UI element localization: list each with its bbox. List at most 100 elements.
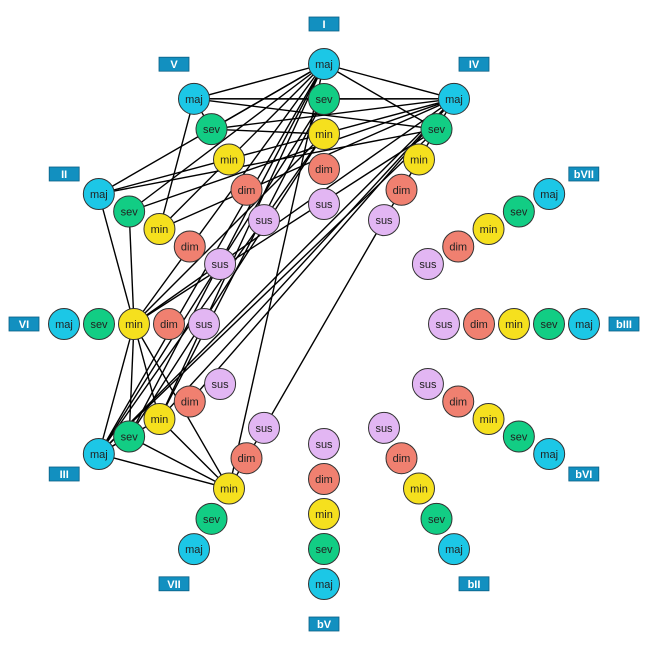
chord-node-iv-dim[interactable]: dim (386, 174, 417, 205)
chord-node-label: dim (238, 453, 256, 465)
chord-node-biii-dim[interactable]: dim (464, 309, 495, 340)
chord-node-biii-sus[interactable]: sus (429, 309, 460, 340)
edge-iiimaj-viimin (99, 454, 229, 489)
chord-node-label: sus (195, 319, 213, 331)
chord-node-ii-dim[interactable]: dim (174, 231, 205, 262)
chord-node-v-maj[interactable]: maj (179, 83, 210, 114)
chord-node-bvii-dim[interactable]: dim (443, 231, 474, 262)
chord-node-bv-sev[interactable]: sev (309, 534, 340, 565)
chord-node-ii-sev[interactable]: sev (114, 196, 145, 227)
chord-node-v-dim[interactable]: dim (231, 174, 262, 205)
chord-node-bii-maj[interactable]: maj (439, 534, 470, 565)
chord-node-label: min (480, 414, 498, 426)
chord-node-iv-sev[interactable]: sev (421, 114, 452, 145)
chord-node-label: min (151, 224, 169, 236)
chord-node-label: sus (255, 215, 273, 227)
chord-node-i-maj[interactable]: maj (309, 49, 340, 80)
chord-node-i-min[interactable]: min (309, 119, 340, 150)
chord-node-bvii-min[interactable]: min (473, 214, 504, 245)
chord-node-vi-min[interactable]: min (119, 309, 150, 340)
chord-node-bv-dim[interactable]: dim (309, 464, 340, 495)
chord-node-label: dim (181, 242, 199, 254)
chord-node-label: maj (90, 449, 108, 461)
spoke-label-vii: VII (159, 577, 189, 591)
chord-node-label: dim (181, 397, 199, 409)
chord-node-label: maj (185, 544, 203, 556)
chord-node-bii-min[interactable]: min (404, 473, 435, 504)
chord-node-vi-sev[interactable]: sev (84, 309, 115, 340)
chord-node-bii-sus[interactable]: sus (369, 412, 400, 443)
spoke-label-text: II (61, 169, 67, 181)
chord-node-label: sev (203, 514, 221, 526)
edge-imaj-ivsev (324, 64, 437, 129)
chord-node-bv-min[interactable]: min (309, 499, 340, 530)
chord-node-label: sus (315, 199, 333, 211)
edge-vmaj-iimin (159, 99, 194, 229)
chord-node-v-sev[interactable]: sev (196, 114, 227, 145)
chord-node-i-dim[interactable]: dim (309, 154, 340, 185)
chord-node-bvi-sev[interactable]: sev (503, 421, 534, 452)
chord-node-bvii-sev[interactable]: sev (503, 196, 534, 227)
chord-node-label: sev (121, 207, 139, 219)
chord-node-biii-maj[interactable]: maj (569, 309, 600, 340)
edge-imaj-iisev (129, 64, 324, 212)
chord-node-iii-dim[interactable]: dim (174, 386, 205, 417)
chord-node-iv-sus[interactable]: sus (369, 205, 400, 236)
chord-node-label: sev (510, 432, 528, 444)
chord-node-i-sus[interactable]: sus (309, 189, 340, 220)
edge-ivsev-iiimaj (99, 129, 437, 454)
chord-node-bv-sus[interactable]: sus (309, 429, 340, 460)
chord-node-iii-sus[interactable]: sus (205, 369, 236, 400)
chord-node-vii-min[interactable]: min (214, 473, 245, 504)
chord-node-label: min (410, 484, 428, 496)
chord-node-vi-sus[interactable]: sus (189, 309, 220, 340)
chord-node-v-min[interactable]: min (214, 144, 245, 175)
chord-node-bvi-sus[interactable]: sus (412, 369, 443, 400)
chord-node-label: maj (445, 94, 463, 106)
chord-node-iv-maj[interactable]: maj (439, 83, 470, 114)
chord-node-bvii-maj[interactable]: maj (534, 179, 565, 210)
chord-node-label: min (220, 154, 238, 166)
chord-node-biii-min[interactable]: min (499, 309, 530, 340)
chord-node-label: sus (315, 439, 333, 451)
chord-node-label: sev (203, 124, 221, 136)
chord-node-bvii-sus[interactable]: sus (412, 249, 443, 280)
edge-imaj-vmaj (194, 64, 324, 99)
chord-node-iv-min[interactable]: min (404, 144, 435, 175)
chord-node-ii-min[interactable]: min (144, 214, 175, 245)
chord-node-vii-maj[interactable]: maj (179, 534, 210, 565)
chord-node-bii-dim[interactable]: dim (386, 443, 417, 474)
chord-node-v-sus[interactable]: sus (249, 205, 280, 236)
spoke-label-text: IV (469, 59, 480, 71)
chord-node-vi-maj[interactable]: maj (49, 309, 80, 340)
chord-node-label: min (410, 154, 428, 166)
chord-node-label: min (151, 414, 169, 426)
spoke-label-text: bIII (616, 319, 632, 331)
chord-node-bvi-min[interactable]: min (473, 404, 504, 435)
chord-node-label: sus (419, 379, 437, 391)
chord-node-vii-sev[interactable]: sev (196, 503, 227, 534)
chord-node-i-sev[interactable]: sev (309, 84, 340, 115)
chord-node-vi-dim[interactable]: dim (154, 309, 185, 340)
chord-node-vii-dim[interactable]: dim (231, 443, 262, 474)
chord-node-bvi-dim[interactable]: dim (443, 386, 474, 417)
chord-node-vii-sus[interactable]: sus (249, 412, 280, 443)
chord-node-label: sev (540, 319, 558, 331)
chord-node-label: sus (375, 215, 393, 227)
chord-node-iii-maj[interactable]: maj (83, 439, 114, 470)
spoke-label-bv: bV (309, 617, 339, 631)
spoke-label-vi: VI (9, 317, 39, 331)
edge-imaj-ivmaj (324, 64, 454, 99)
chord-node-iii-min[interactable]: min (144, 404, 175, 435)
chord-node-biii-sev[interactable]: sev (534, 309, 565, 340)
chord-node-bv-maj[interactable]: maj (309, 569, 340, 600)
chord-node-iii-sev[interactable]: sev (114, 421, 145, 452)
chord-node-ii-maj[interactable]: maj (83, 179, 114, 210)
spoke-label-bii: bII (459, 577, 489, 591)
chord-node-bvi-maj[interactable]: maj (534, 439, 565, 470)
chord-node-label: maj (315, 59, 333, 71)
chord-node-ii-sus[interactable]: sus (205, 249, 236, 280)
chord-node-bii-sev[interactable]: sev (421, 503, 452, 534)
spoke-label-biii: bIII (609, 317, 639, 331)
